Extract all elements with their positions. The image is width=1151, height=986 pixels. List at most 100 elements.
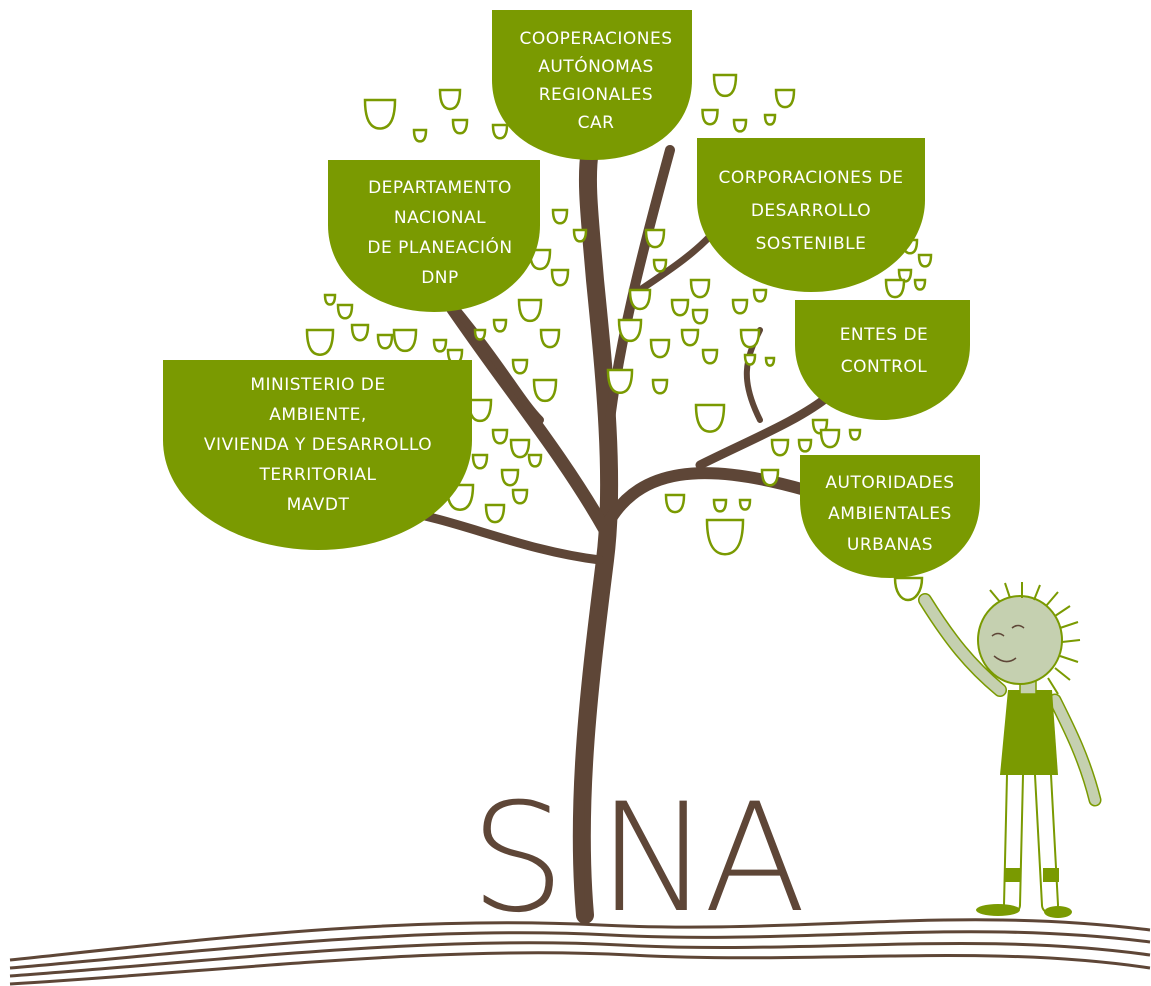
small-leaf bbox=[539, 328, 561, 349]
small-leaf bbox=[670, 298, 690, 317]
small-leaf bbox=[705, 518, 745, 556]
small-leaf bbox=[305, 328, 335, 356]
small-leaf bbox=[532, 378, 558, 403]
small-leaf bbox=[350, 323, 370, 342]
cds-line-3: SOSTENIBLE bbox=[756, 234, 867, 254]
small-leaf bbox=[760, 468, 780, 487]
small-leaf bbox=[848, 428, 862, 441]
small-leaf bbox=[511, 358, 529, 375]
small-leaf bbox=[739, 328, 761, 349]
leaf-dnp: DEPARTAMENTO NACIONAL DE PLANEACIÓN DNP bbox=[328, 160, 540, 312]
dnp-line-2: NACIONAL bbox=[394, 208, 486, 228]
small-leaf bbox=[651, 378, 669, 395]
car-line-2: AUTÓNOMAS bbox=[538, 55, 654, 77]
small-leaf bbox=[664, 493, 686, 514]
small-leaf bbox=[606, 368, 634, 395]
small-leaf bbox=[527, 453, 543, 468]
car-line-1: COOPERACIONES bbox=[519, 29, 672, 49]
small-leaf bbox=[484, 503, 506, 524]
mavdt-line-3: VIVIENDA Y DESARROLLO bbox=[204, 435, 432, 455]
small-leaf bbox=[913, 278, 927, 291]
small-leaf bbox=[511, 488, 529, 505]
leaf-cds: CORPORACIONES DE DESARROLLO SOSTENIBLE bbox=[697, 138, 925, 292]
dnp-line-1: DEPARTAMENTO bbox=[368, 178, 512, 198]
small-leaf bbox=[471, 453, 489, 470]
small-leaf bbox=[628, 288, 652, 311]
small-leaves bbox=[305, 73, 933, 556]
small-leaf bbox=[774, 88, 796, 109]
small-leaf bbox=[451, 118, 469, 135]
small-leaf bbox=[491, 428, 509, 445]
small-leaf bbox=[701, 108, 719, 126]
small-leaf bbox=[712, 73, 738, 98]
control-line-2: CONTROL bbox=[841, 357, 928, 377]
small-leaf bbox=[680, 328, 700, 347]
small-leaf bbox=[528, 248, 552, 271]
small-leaf bbox=[412, 128, 428, 143]
aau-line-3: URBANAS bbox=[847, 535, 933, 555]
small-leaf bbox=[819, 428, 841, 449]
small-leaf bbox=[336, 303, 354, 320]
person-hair bbox=[989, 582, 1081, 695]
small-leaf bbox=[917, 253, 933, 268]
car-line-4: CAR bbox=[578, 113, 615, 133]
cds-line-2: DESARROLLO bbox=[751, 201, 871, 221]
small-leaf bbox=[432, 338, 448, 353]
small-leaf bbox=[363, 98, 397, 130]
control-line-1: ENTES DE bbox=[840, 325, 929, 345]
small-leaf bbox=[770, 438, 790, 457]
leaf-control: ENTES DE CONTROL bbox=[795, 300, 970, 420]
car-line-3: REGIONALES bbox=[539, 85, 653, 105]
small-leaf bbox=[763, 113, 777, 126]
small-leaf bbox=[517, 298, 543, 323]
small-leaf bbox=[491, 123, 509, 140]
small-leaf bbox=[509, 438, 531, 459]
small-leaf bbox=[701, 348, 719, 365]
mavdt-line-5: MAVDT bbox=[287, 495, 350, 515]
small-leaf bbox=[694, 403, 726, 433]
leaf-car: COOPERACIONES AUTÓNOMAS REGIONALES CAR bbox=[492, 10, 692, 160]
small-leaf bbox=[732, 118, 748, 133]
small-leaf bbox=[550, 268, 570, 287]
small-leaf bbox=[884, 278, 906, 299]
small-leaf bbox=[738, 498, 752, 511]
small-leaf bbox=[617, 318, 643, 343]
leaf-aau: AUTORIDADES AMBIENTALES URBANAS bbox=[800, 455, 980, 578]
dnp-line-3: DE PLANEACIÓN bbox=[367, 236, 512, 258]
small-leaf bbox=[323, 293, 337, 306]
mavdt-line-2: AMBIENTE, bbox=[269, 405, 366, 425]
small-leaf bbox=[743, 353, 757, 366]
small-leaf bbox=[712, 498, 728, 513]
cds-line-1: CORPORACIONES DE bbox=[719, 168, 904, 188]
aau-line-1: AUTORIDADES bbox=[825, 473, 954, 493]
small-leaf bbox=[551, 208, 569, 225]
small-leaf bbox=[392, 328, 418, 353]
small-leaf bbox=[797, 438, 813, 453]
small-leaf bbox=[467, 398, 493, 423]
small-leaf bbox=[764, 356, 776, 367]
small-leaf bbox=[731, 298, 749, 315]
small-leaf bbox=[500, 468, 520, 487]
small-leaf bbox=[492, 318, 508, 333]
small-leaf bbox=[691, 308, 709, 325]
sina-title: SINA bbox=[470, 772, 802, 946]
small-leaf bbox=[689, 278, 711, 299]
small-leaf bbox=[649, 338, 671, 359]
dnp-line-4: DNP bbox=[421, 268, 459, 288]
small-leaf bbox=[752, 288, 768, 303]
person-illustration bbox=[893, 576, 1102, 918]
mavdt-line-4: TERRITORIAL bbox=[259, 465, 377, 485]
small-leaf bbox=[652, 258, 668, 273]
small-leaf bbox=[473, 328, 487, 341]
aau-line-2: AMBIENTALES bbox=[828, 504, 952, 524]
ground-waves bbox=[9, 918, 1151, 986]
small-leaf bbox=[644, 228, 666, 249]
